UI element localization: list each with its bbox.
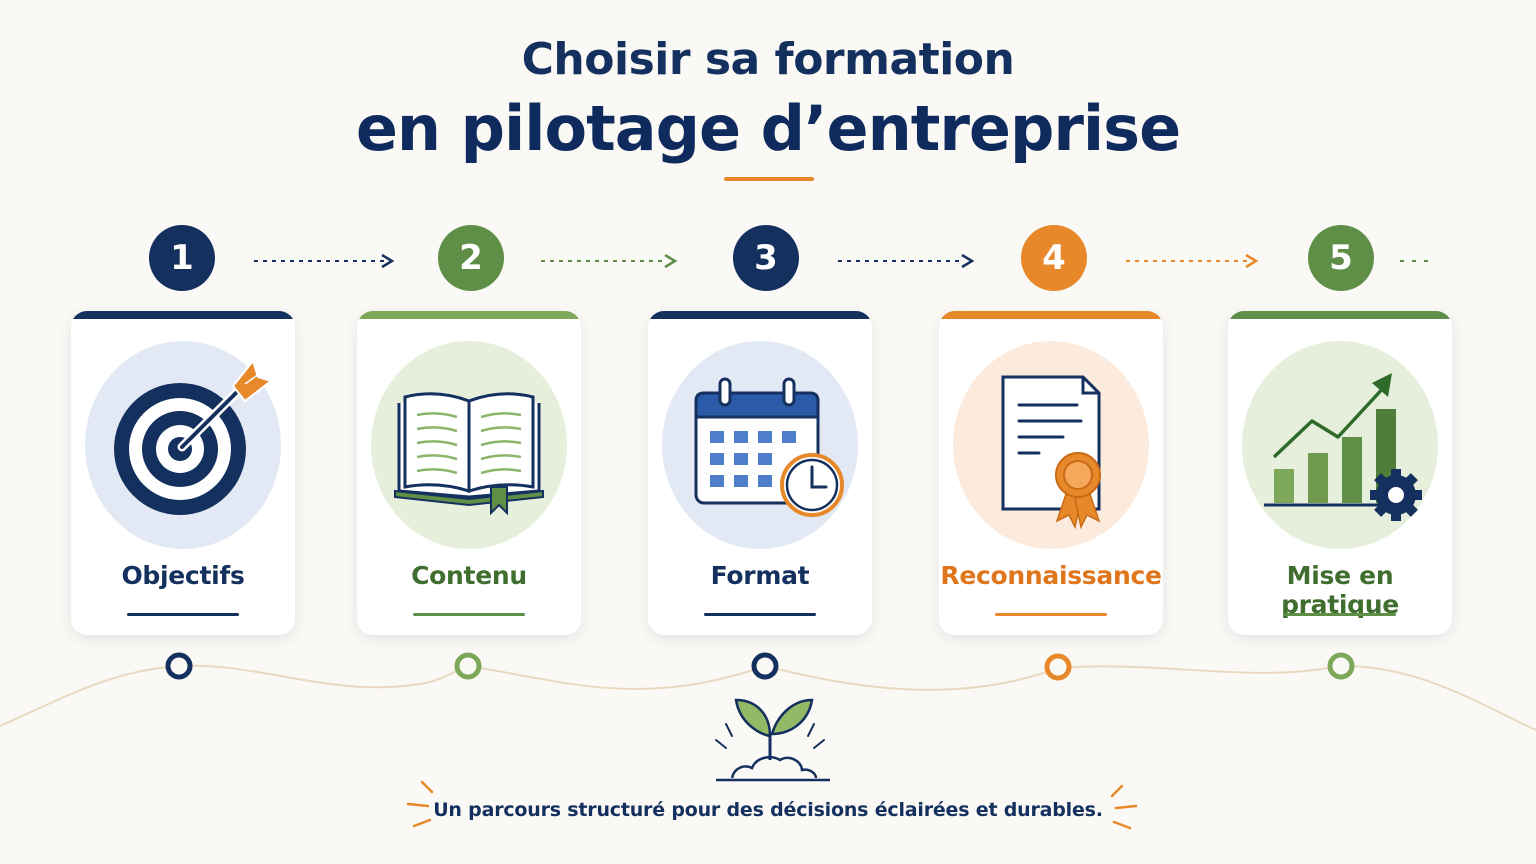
sprout-icon <box>715 698 830 782</box>
arrow-continuation-icon <box>1400 260 1428 262</box>
tagline: Un parcours structuré pour des décisions… <box>433 799 1103 821</box>
book-icon <box>394 392 544 516</box>
card-reconnaissance: Reconnaissance <box>939 311 1163 635</box>
calendar-clock-icon <box>694 377 844 517</box>
path-node-4 <box>1044 653 1072 681</box>
step-1-badge: 1 <box>149 225 215 291</box>
spark-left-icon <box>406 780 434 828</box>
card-label: Objectifs <box>121 561 245 590</box>
card-contenu: Contenu <box>357 311 581 635</box>
arrow-2-3-icon <box>541 253 678 269</box>
path-node-3 <box>751 652 779 680</box>
card-mise-en-pratique: Mise en pratique <box>1228 311 1452 635</box>
step-3-badge: 3 <box>733 225 799 291</box>
step-4-badge: 4 <box>1021 225 1087 291</box>
card-label: Reconnaissance <box>940 561 1162 590</box>
title-line-2: en pilotage d’entreprise <box>355 92 1181 165</box>
arrow-1-2-icon <box>254 253 395 269</box>
arrow-3-4-icon <box>838 253 975 269</box>
certificate-icon <box>1001 375 1101 530</box>
target-icon <box>114 358 274 515</box>
title-underline <box>724 177 814 181</box>
title-line-1: Choisir sa formation <box>521 34 1015 85</box>
card-label: Mise en pratique <box>1281 561 1399 619</box>
step-2-badge: 2 <box>438 225 504 291</box>
card-format: Format <box>648 311 872 635</box>
card-objectifs: Objectifs <box>71 311 295 635</box>
path-node-2 <box>454 652 482 680</box>
card-label: Format <box>710 561 810 590</box>
step-5-badge: 5 <box>1308 225 1374 291</box>
growth-chart-icon <box>1264 373 1422 521</box>
arrow-4-5-icon <box>1126 253 1259 269</box>
path-node-5 <box>1327 652 1355 680</box>
progress-path <box>0 652 1536 731</box>
path-node-1 <box>165 652 193 680</box>
card-label: Contenu <box>411 561 527 590</box>
spark-right-icon <box>1110 784 1138 830</box>
